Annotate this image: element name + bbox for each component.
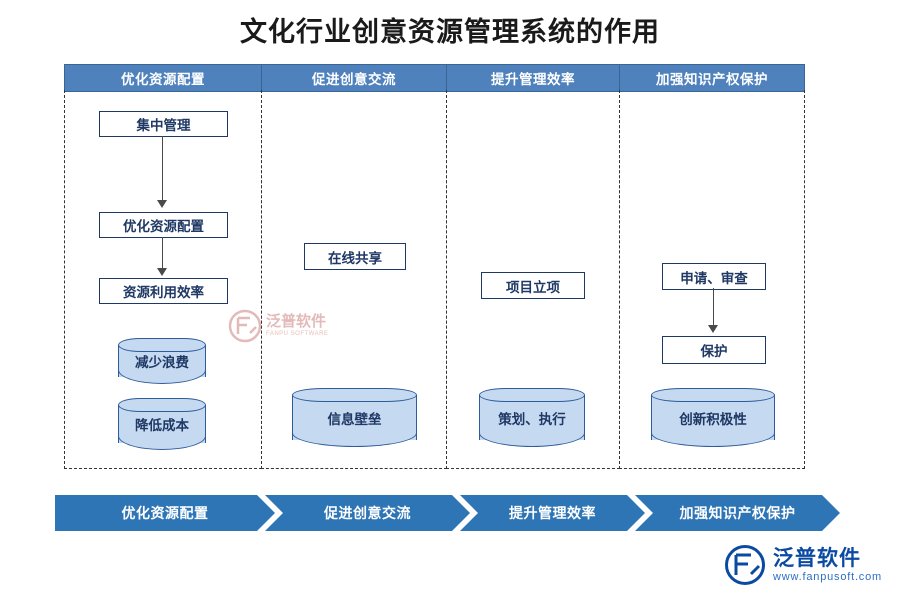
cylinder-top [118, 338, 206, 352]
column-header-3: 提升管理效率 [446, 64, 620, 92]
node-col3-planning-execution: 策划、执行 [479, 388, 585, 447]
connector-col4-1-arrowhead [708, 325, 718, 333]
node-col1-resource-efficiency: 资源利用效率 [99, 278, 228, 304]
column-header-2: 促进创意交流 [261, 64, 447, 92]
node-label: 降低成本 [135, 418, 189, 433]
cylinder-top [479, 388, 585, 402]
connector-col1-1 [162, 136, 163, 202]
connector-col1-1-arrowhead [157, 200, 167, 208]
node-label: 策划、执行 [498, 411, 566, 427]
cylinder-top [118, 398, 206, 412]
brand-logo: 泛普软件 www.fanpusoft.com [724, 544, 882, 586]
node-label: 信息壁垒 [327, 411, 382, 427]
node-col4-protection: 保护 [662, 336, 766, 364]
node-col4-innovation-enthusiasm: 创新积极性 [651, 388, 775, 447]
node-col2-online-sharing: 在线共享 [304, 243, 406, 270]
column-header-1: 优化资源配置 [64, 64, 262, 92]
node-label: 减少浪费 [135, 355, 189, 370]
connector-col4-1 [713, 288, 714, 327]
banner-chevron-1: 优化资源配置 [55, 495, 275, 531]
connector-col1-2-arrowhead [157, 268, 167, 276]
banner-chevron-2: 促进创意交流 [265, 495, 470, 531]
node-label: 创新积极性 [679, 411, 747, 427]
banner-chevron-3: 提升管理效率 [460, 495, 645, 531]
cylinder-top [651, 388, 775, 402]
connector-col1-2 [162, 237, 163, 270]
node-col1-reduce-cost: 降低成本 [118, 398, 206, 450]
node-col1-optimize-allocation: 优化资源配置 [99, 212, 228, 238]
logo-en: www.fanpusoft.com [773, 570, 882, 583]
page-title: 文化行业创意资源管理系统的作用 [240, 17, 660, 47]
column-header-4: 加强知识产权保护 [619, 64, 805, 92]
cylinder-top [292, 388, 417, 402]
logo-cn: 泛普软件 [773, 546, 862, 570]
node-col3-project-initiation: 项目立项 [481, 272, 585, 299]
banner-chevron-4: 加强知识产权保护 [635, 495, 840, 531]
node-col2-information-barrier: 信息壁垒 [292, 388, 417, 447]
node-col1-centralized-management: 集中管理 [99, 111, 228, 137]
fanpu-logo-icon [724, 544, 766, 586]
column-body-4 [619, 90, 805, 469]
node-col1-reduce-waste: 减少浪费 [118, 338, 206, 384]
node-col4-apply-review: 申请、审查 [662, 263, 766, 290]
